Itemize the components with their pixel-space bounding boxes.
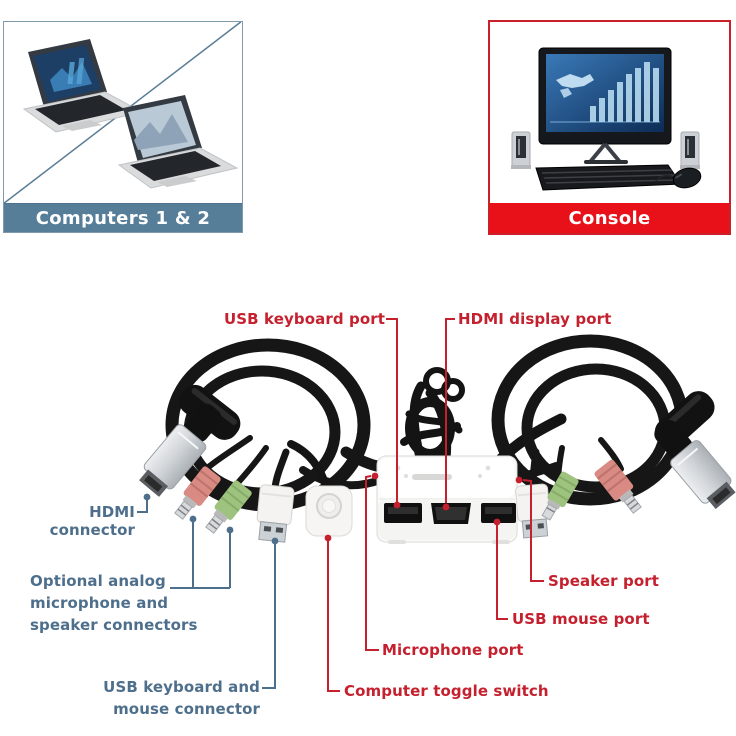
- laptops-illustration: [4, 22, 241, 203]
- mouse-icon: [655, 167, 702, 189]
- usb-mouse-port-opening: [481, 503, 516, 523]
- speaker-jack-left-icon: [205, 480, 252, 534]
- laptop-2-icon: [117, 95, 239, 189]
- speaker-left-icon: [511, 131, 531, 169]
- console-caption-text: Console: [568, 207, 651, 229]
- hdmi-connector-leader: [137, 500, 148, 513]
- usb-connector-left-icon: [256, 484, 295, 543]
- kvm-switch-device: [376, 455, 518, 544]
- usb-keyboard-mouse-leader: [262, 544, 276, 689]
- usb-keyboard-port-leader: [386, 318, 398, 502]
- microphone-port-leader: [365, 475, 379, 651]
- hdmi-display-port-opening: [431, 503, 471, 524]
- red-callout-lines: [327, 318, 544, 692]
- usb-keyboard-port-opening: [384, 503, 422, 523]
- hdmi-connector-left-icon: [139, 403, 222, 497]
- console-panel-art: [490, 22, 729, 203]
- usb-mouse-port-label: USB mouse port: [512, 610, 650, 628]
- computer-toggle-switch-label: Computer toggle switch: [344, 682, 549, 700]
- right-cable-loop: [491, 334, 689, 506]
- speaker-jack-right-icon: [541, 471, 579, 521]
- speaker-port-leader: [522, 479, 544, 582]
- blue-callout-lines: [137, 500, 276, 689]
- optional-analog-connectors-label: Optional analog microphone and speaker c…: [30, 572, 198, 634]
- mic-jack-right-icon: [594, 459, 642, 514]
- analog-connectors-leader: [170, 522, 231, 589]
- computers-panel: Computers 1 & 2: [3, 21, 243, 233]
- toggle-switch-button-icon: [305, 485, 353, 537]
- center-cable-knot: [400, 367, 567, 466]
- mic-jack-left-icon: [174, 466, 221, 520]
- red-callout-dots: [324, 472, 523, 542]
- console-panel: Console: [488, 20, 731, 235]
- usb-keyboard-mouse-connector-label: USB keyboard and mouse connector: [103, 678, 260, 718]
- computer-toggle-switch-leader: [327, 541, 340, 692]
- computers-caption-bar: Computers 1 & 2: [4, 203, 242, 232]
- speaker-port-label: Speaker port: [548, 572, 660, 590]
- hdmi-connector-label: HDMI connector: [49, 503, 135, 539]
- computers-panel-art: [4, 22, 242, 203]
- hdmi-display-port-leader: [445, 318, 455, 503]
- console-caption-bar: Console: [490, 203, 729, 233]
- usb-keyboard-port-label: USB keyboard port: [224, 310, 385, 328]
- microphone-port-label: Microphone port: [382, 641, 524, 659]
- blue-callout-dots: [143, 493, 279, 545]
- toggle-switch-cable: [287, 440, 330, 491]
- console-illustration: [511, 47, 702, 191]
- hdmi-connector-right-icon: [654, 420, 736, 510]
- computers-caption-text: Computers 1 & 2: [35, 207, 211, 229]
- speaker-right-icon: [680, 131, 700, 169]
- usb-mouse-port-leader: [496, 525, 508, 620]
- laptop-1-icon: [22, 39, 144, 133]
- monitor-icon: [538, 47, 672, 164]
- hdmi-display-port-label: HDMI display port: [458, 310, 612, 328]
